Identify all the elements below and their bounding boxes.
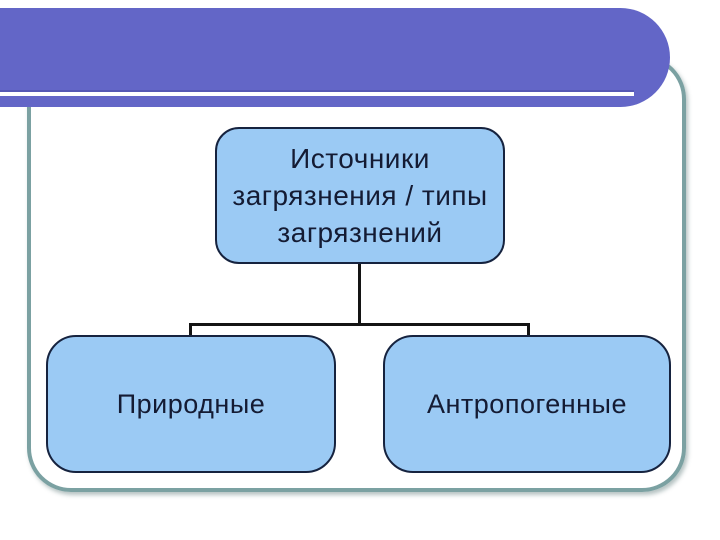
header-banner xyxy=(0,8,670,107)
diagram-node-natural-label: Природные xyxy=(116,388,266,419)
diagram-node-root: Источники загрязнения / типы загрязнений xyxy=(215,127,505,264)
connector-horizontal-bar xyxy=(189,323,530,326)
diagram-node-natural: Природные xyxy=(46,335,336,473)
connector-root-vertical xyxy=(358,262,361,326)
banner-divider-line xyxy=(0,92,634,96)
connector-stub-right xyxy=(527,323,530,337)
diagram-node-root-label: Источники загрязнения / типы загрязнений xyxy=(232,143,488,248)
connector-stub-left xyxy=(189,323,192,337)
diagram-node-anthropogenic-label: Антропогенные xyxy=(427,388,627,419)
diagram-node-anthropogenic: Антропогенные xyxy=(383,335,671,473)
